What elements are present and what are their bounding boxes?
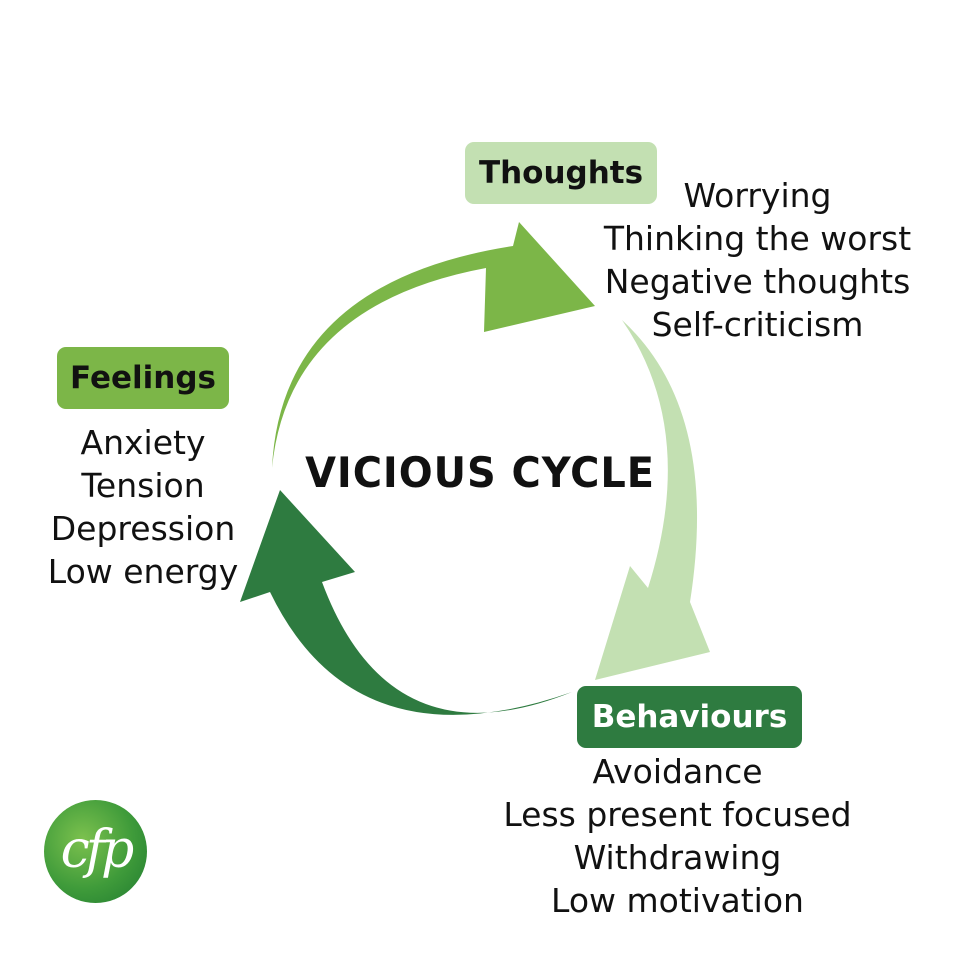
list-item: Worrying (683, 176, 832, 215)
list-item: Anxiety (80, 423, 206, 462)
list-item: Self-criticism (651, 305, 864, 344)
thoughts-label: Thoughts (465, 142, 657, 204)
logo-text: cfp (60, 819, 135, 880)
behaviours-list: Avoidance Less present focused Withdrawi… (480, 750, 875, 922)
list-item: Low energy (47, 552, 239, 591)
behaviours-label: Behaviours (577, 686, 802, 748)
arrow-feelings-to-thoughts (272, 222, 595, 468)
cfp-logo: cfp (44, 800, 147, 903)
thoughts-list: Worrying Thinking the worst Negative tho… (590, 174, 925, 346)
list-item: Withdrawing (573, 838, 782, 877)
center-title: VICIOUS CYCLE (305, 448, 655, 497)
list-item: Tension (81, 466, 205, 505)
list-item: Negative thoughts (604, 262, 911, 301)
arrow-thoughts-to-behaviours (595, 320, 710, 680)
feelings-list: Anxiety Tension Depression Low energy (28, 421, 258, 593)
list-item: Avoidance (592, 752, 763, 791)
arrow-behaviours-to-feelings (240, 490, 572, 715)
list-item: Thinking the worst (603, 219, 912, 258)
list-item: Depression (50, 509, 236, 548)
list-item: Low motivation (551, 881, 804, 920)
feelings-label: Feelings (57, 347, 229, 409)
list-item: Less present focused (503, 795, 852, 834)
